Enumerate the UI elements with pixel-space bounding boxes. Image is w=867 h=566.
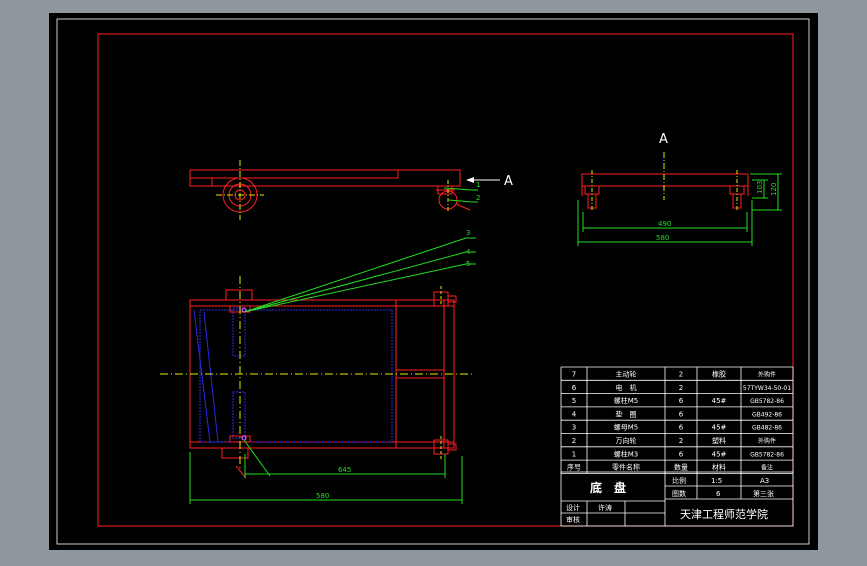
dim-side-width-outer: 580 <box>656 234 669 242</box>
section-label: A <box>659 132 668 147</box>
designer-name: 许涛 <box>598 503 612 512</box>
bom-cell-name: 螺柱M3 <box>614 449 639 458</box>
bom-cell-name: 电 机 <box>616 383 637 392</box>
title-block <box>560 471 794 527</box>
bom-cell-material: 橡胶 <box>712 370 726 379</box>
part-name: 底 盘 <box>590 480 626 495</box>
count-value: 6 <box>716 490 721 498</box>
bom-cell-name: 主动轮 <box>616 370 637 379</box>
section-platform <box>581 173 749 187</box>
dim-plan-width-outer: 580 <box>316 492 329 500</box>
dim-side-height-1: 103 <box>756 181 764 194</box>
bom-cell-name: 万向轮 <box>616 436 637 445</box>
bom-cell-no: 7 <box>572 371 576 379</box>
bom-cell-note: GB482-86 <box>752 425 782 432</box>
bom-header-no: 序号 <box>567 463 581 472</box>
mounting-plate <box>199 309 393 443</box>
bom-cell-no: 5 <box>572 397 576 405</box>
bom-header-name: 零件名称 <box>612 463 640 472</box>
bom-cell-note: GB5782-86 <box>750 398 784 405</box>
sheet-outer-border <box>56 18 810 545</box>
bom-cell-qty: 6 <box>679 450 684 458</box>
balloon-2: 2 <box>476 194 480 202</box>
dim-side-height-2: 120 <box>770 183 778 196</box>
drawing-canvas <box>49 13 818 550</box>
bom-cell-note: GB5782-86 <box>750 451 784 458</box>
bom-cell-note: 外购件 <box>758 437 776 445</box>
scale-label: 比例 <box>672 476 686 485</box>
balloon-4: 4 <box>466 248 471 256</box>
scale-value: 1:5 <box>711 477 722 485</box>
bom-header-material: 材料 <box>712 463 726 472</box>
bom-cell-name: 螺母M5 <box>614 423 639 432</box>
bom-cell-no: 1 <box>572 450 576 458</box>
school-name: 天津工程师范学院 <box>680 507 768 521</box>
bom-cell-qty: 6 <box>679 410 684 418</box>
bom-header-note: 备注 <box>761 464 773 472</box>
bom-cell-qty: 2 <box>679 437 683 445</box>
sheet-size: A3 <box>760 477 769 485</box>
bom-cell-qty: 6 <box>679 424 684 432</box>
bom-cell-qty: 6 <box>679 397 684 405</box>
bom-cell-qty: 2 <box>679 371 683 379</box>
bom-cell-material: 45# <box>712 397 727 405</box>
balloon-5: 5 <box>466 260 470 268</box>
design-label: 设计 <box>566 503 580 512</box>
bom-cell-qty: 2 <box>679 384 683 392</box>
bom-header-qty: 数量 <box>674 463 688 472</box>
bom-cell-material: 45# <box>712 424 727 432</box>
view-arrow-label: A <box>504 174 513 189</box>
count-label: 图数 <box>672 489 686 498</box>
bom-cell-no: 3 <box>572 424 576 432</box>
sheet-number: 第三张 <box>753 489 774 498</box>
bom-cell-no: 6 <box>572 384 577 392</box>
bom-cell-name: 螺柱M5 <box>614 396 639 405</box>
balloon-3: 3 <box>466 229 470 237</box>
bom-cell-no: 2 <box>572 437 576 445</box>
drawing-frame <box>97 33 794 527</box>
dim-side-width-inner: 490 <box>658 220 671 228</box>
bom-cell-name: 垫 圈 <box>616 409 637 418</box>
drive-wheel-top <box>225 289 253 301</box>
dim-plan-width-inner: 645 <box>338 466 351 474</box>
bom-cell-no: 4 <box>572 410 577 418</box>
drive-wheel-bottom <box>221 447 249 459</box>
bom-cell-note: 57TYW34-50-01 <box>743 385 791 392</box>
balloon-1: 1 <box>476 181 480 189</box>
bom-cell-material: 45# <box>712 450 727 458</box>
review-label: 审核 <box>566 515 580 524</box>
side-view <box>189 160 500 220</box>
bom-cell-note: GB492-86 <box>752 411 782 418</box>
bom-cell-material: 塑料 <box>712 436 726 445</box>
bom-cell-note: 外购件 <box>758 371 776 379</box>
section-view-a <box>577 152 782 246</box>
plan-view <box>160 237 476 504</box>
